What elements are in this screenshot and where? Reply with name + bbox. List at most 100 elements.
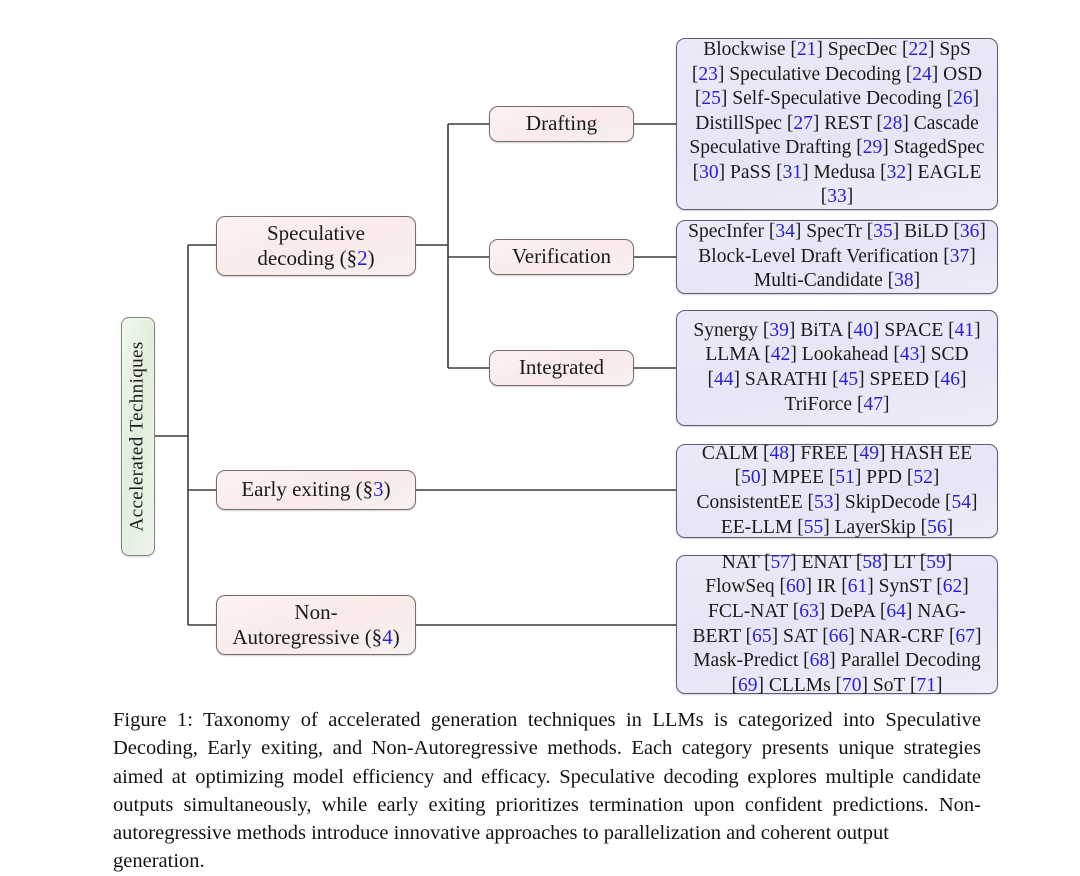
citation-ref-70[interactable]: [70] bbox=[835, 674, 869, 696]
leaf-box-drafting-methods[interactable]: Blockwise [21] SpecDec [22] SpS [23] Spe… bbox=[676, 38, 998, 210]
citation-ref-48[interactable]: [48] bbox=[763, 442, 796, 464]
figure-caption: Figure 1: Taxonomy of accelerated genera… bbox=[113, 706, 981, 876]
branch-label-line2: decoding (§ bbox=[257, 246, 358, 270]
citation-ref-32[interactable]: [32] bbox=[880, 161, 913, 183]
method-name: BiLD bbox=[904, 221, 954, 243]
root-node-label: Accelerated Techniques bbox=[126, 341, 148, 532]
citation-ref-52[interactable]: [52] bbox=[906, 467, 940, 489]
leaf-box-verification-methods[interactable]: SpecInfer [34] SpecTr [35] BiLD [36] Blo… bbox=[676, 220, 998, 294]
branch-node-early-exiting[interactable]: Early exiting (§3) bbox=[216, 470, 416, 510]
citation-ref-39[interactable]: [39] bbox=[762, 319, 796, 341]
citation-ref-58[interactable]: [58] bbox=[855, 551, 889, 573]
method-name: Block-Level Draft Verification bbox=[698, 245, 944, 267]
citation-ref-51[interactable]: [51] bbox=[828, 467, 862, 489]
leaf-box-integrated-methods[interactable]: Synergy [39] BiTA [40] SPACE [41] LLMA [… bbox=[676, 310, 998, 426]
branch-label-tail: ) bbox=[392, 625, 400, 649]
section-ref-2[interactable]: 2 bbox=[357, 246, 368, 270]
caption-last-line: generation. bbox=[113, 850, 205, 873]
citation-ref-38[interactable]: [38] bbox=[887, 270, 921, 292]
method-name: ConsistentEE bbox=[696, 492, 808, 513]
citation-ref-42[interactable]: [42] bbox=[764, 344, 797, 366]
method-name: DistillSpec bbox=[695, 112, 787, 134]
method-name: Self-Speculative Decoding bbox=[732, 88, 947, 110]
citation-ref-34[interactable]: [34] bbox=[768, 221, 802, 243]
sub-branch-node-drafting[interactable]: Drafting bbox=[489, 106, 634, 142]
method-name: Cascade Speculative Drafting bbox=[689, 112, 979, 159]
section-ref-4[interactable]: 4 bbox=[382, 625, 393, 649]
method-name: SynST bbox=[878, 576, 937, 598]
method-name: Blockwise bbox=[703, 39, 791, 61]
citation-ref-53[interactable]: [53] bbox=[807, 492, 840, 513]
sub-branch-node-verification[interactable]: Verification bbox=[489, 239, 634, 275]
citation-ref-40[interactable]: [40] bbox=[846, 319, 880, 341]
citation-ref-69[interactable]: [69] bbox=[731, 674, 765, 696]
citation-ref-55[interactable]: [55] bbox=[797, 516, 830, 538]
method-name: SpecInfer bbox=[688, 221, 769, 243]
citation-ref-66[interactable]: [66] bbox=[822, 625, 855, 647]
citation-ref-45[interactable]: [45] bbox=[832, 369, 865, 390]
leaf-box-non-autoregressive-methods[interactable]: NAT [57] ENAT [58] LT [59] FlowSeq [60] … bbox=[676, 551, 998, 696]
citation-ref-63[interactable]: [63] bbox=[792, 600, 826, 622]
citation-ref-23[interactable]: [23] bbox=[691, 63, 725, 85]
citation-ref-35[interactable]: [35] bbox=[866, 221, 900, 243]
citation-ref-59[interactable]: [59] bbox=[919, 551, 953, 573]
citation-ref-60[interactable]: [60] bbox=[779, 576, 812, 598]
citation-ref-28[interactable]: [28] bbox=[876, 112, 909, 134]
method-name: Lookahead bbox=[801, 344, 894, 366]
method-name: HASH EE bbox=[890, 442, 973, 464]
section-ref-3[interactable]: 3 bbox=[373, 477, 384, 502]
method-name: SkipDecode bbox=[844, 492, 946, 513]
citation-ref-43[interactable]: [43] bbox=[893, 344, 926, 366]
citation-ref-24[interactable]: [24] bbox=[905, 63, 939, 85]
method-name: SAT bbox=[783, 625, 823, 647]
citation-ref-22[interactable]: [22] bbox=[901, 39, 935, 61]
citation-ref-44[interactable]: [44] bbox=[707, 369, 741, 390]
citation-ref-26[interactable]: [26] bbox=[946, 88, 980, 110]
citation-ref-47[interactable]: [47] bbox=[856, 393, 890, 415]
citation-ref-41[interactable]: [41] bbox=[948, 319, 981, 341]
branch-label-line2: Autoregressive (§ bbox=[232, 625, 383, 649]
citation-ref-56[interactable]: [56] bbox=[920, 516, 954, 538]
branch-label-line1: Speculative bbox=[267, 220, 365, 245]
citation-ref-27[interactable]: [27] bbox=[786, 112, 820, 134]
method-name: Speculative Decoding bbox=[729, 63, 906, 85]
sub-branch-node-integrated[interactable]: Integrated bbox=[489, 350, 634, 386]
citation-ref-46[interactable]: [46] bbox=[933, 369, 967, 390]
method-name: DePA bbox=[830, 600, 880, 622]
method-name: CLLMs bbox=[768, 674, 836, 696]
citation-ref-57[interactable]: [57] bbox=[764, 551, 797, 573]
citation-ref-54[interactable]: [54] bbox=[945, 492, 978, 513]
method-name: Medusa bbox=[813, 161, 881, 183]
citation-ref-67[interactable]: [67] bbox=[949, 625, 982, 647]
sub-branch-label: Drafting bbox=[525, 111, 598, 136]
citation-ref-68[interactable]: [68] bbox=[803, 650, 836, 672]
citation-ref-71[interactable]: [71] bbox=[909, 674, 943, 696]
branch-node-speculative-decoding[interactable]: Speculative decoding (§2) bbox=[216, 216, 416, 276]
method-name: SpS bbox=[939, 39, 971, 61]
citation-ref-61[interactable]: [61] bbox=[841, 576, 874, 598]
method-name: FlowSeq bbox=[705, 576, 780, 598]
citation-ref-36[interactable]: [36] bbox=[953, 221, 986, 243]
citation-ref-50[interactable]: [50] bbox=[734, 467, 768, 489]
citation-ref-49[interactable]: [49] bbox=[852, 442, 886, 464]
method-name: LLMA bbox=[705, 344, 765, 366]
method-name: Mask-Predict bbox=[693, 650, 804, 672]
method-name: NAR-CRF bbox=[859, 625, 950, 647]
citation-ref-65[interactable]: [65] bbox=[745, 625, 779, 647]
root-node-accelerated-techniques[interactable]: Accelerated Techniques bbox=[121, 317, 155, 556]
method-name: NAT bbox=[721, 551, 765, 573]
citation-ref-31[interactable]: [31] bbox=[776, 161, 809, 183]
method-name: IR bbox=[816, 576, 842, 598]
citation-ref-64[interactable]: [64] bbox=[879, 600, 913, 622]
method-name: NAG-BERT bbox=[692, 600, 966, 647]
citation-ref-25[interactable]: [25] bbox=[694, 88, 728, 110]
branch-node-non-autoregressive[interactable]: Non- Autoregressive (§4) bbox=[216, 595, 416, 655]
leaf-box-early-exiting-methods[interactable]: CALM [48] FREE [49] HASH EE [50] MPEE [5… bbox=[676, 442, 998, 538]
citation-ref-37[interactable]: [37] bbox=[943, 245, 976, 267]
citation-ref-62[interactable]: [62] bbox=[936, 576, 969, 598]
method-name: CALM bbox=[701, 442, 764, 464]
citation-ref-30[interactable]: [30] bbox=[692, 161, 726, 183]
citation-ref-33[interactable]: [33] bbox=[820, 186, 854, 208]
citation-ref-29[interactable]: [29] bbox=[856, 137, 889, 159]
citation-ref-21[interactable]: [21] bbox=[790, 39, 823, 61]
